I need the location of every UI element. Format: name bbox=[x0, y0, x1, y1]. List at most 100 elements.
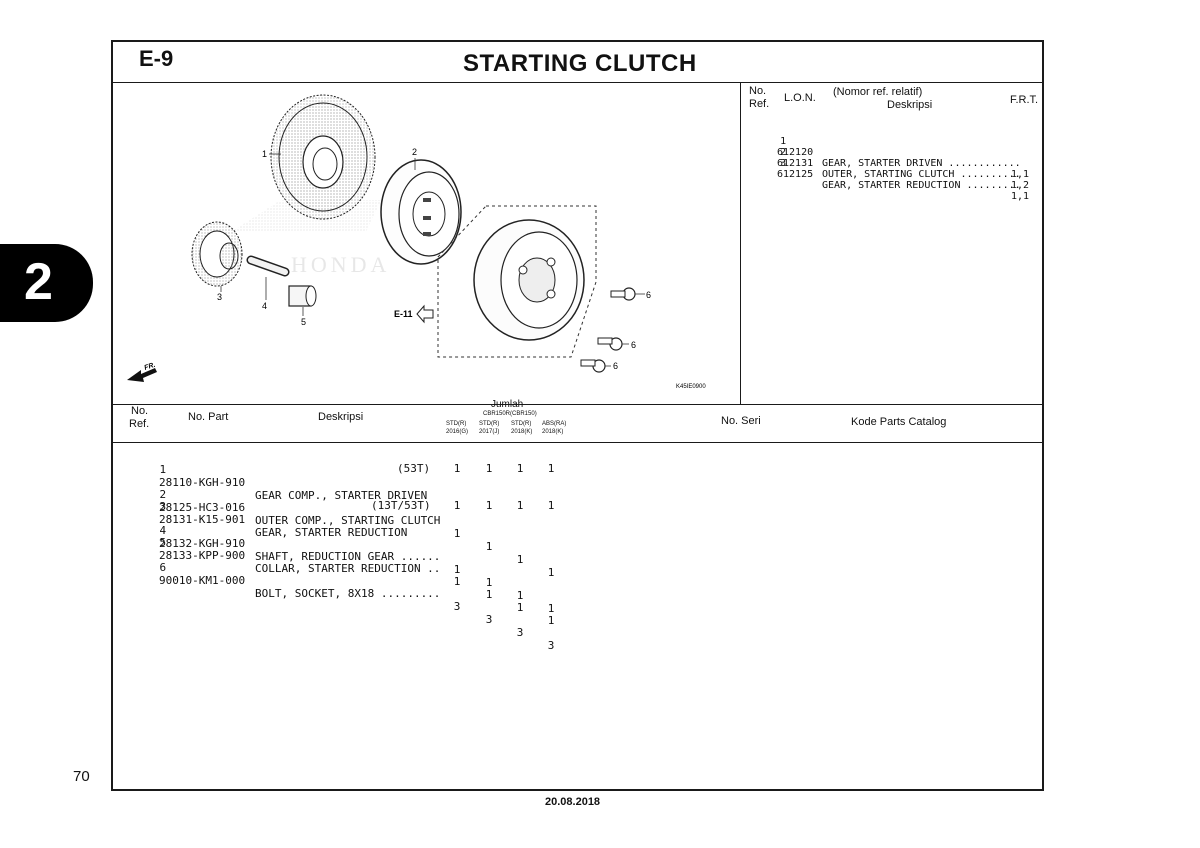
socket-bolt bbox=[580, 359, 606, 373]
qty-col-3-name: STD(R) bbox=[511, 421, 532, 427]
frt-header-frt: F.R.T. bbox=[1010, 94, 1039, 106]
frt-lon: 612120 bbox=[777, 147, 814, 158]
qty-col-4-name: ABS(RA) bbox=[542, 421, 567, 427]
callout-2: 2 bbox=[412, 147, 417, 157]
frt-header-lon: L.O.N. bbox=[784, 92, 816, 104]
part-qty: 1 bbox=[516, 499, 524, 512]
part-qty: 1 bbox=[547, 614, 555, 627]
part-qty: 1 bbox=[485, 462, 493, 475]
part-qty: 1 bbox=[485, 540, 493, 553]
parts-row: 6 90010-KM1-000 BOLT, SOCKET, 8X18 .....… bbox=[133, 548, 554, 665]
part-ref: 3 bbox=[159, 500, 167, 513]
part-qty: 1 bbox=[453, 462, 461, 475]
part-ref: 4 bbox=[159, 524, 167, 537]
leader-lines bbox=[220, 153, 645, 367]
part-qty: 3 bbox=[516, 626, 524, 639]
frt-desc: OUTER, STARTING CLUTCH .......... bbox=[822, 169, 1021, 180]
frt-header-no: No. bbox=[749, 85, 767, 97]
qty-col-2-year: 2017(J) bbox=[479, 429, 500, 435]
parts-header-no-seri: No. Seri bbox=[721, 415, 761, 427]
cross-reference-label: E-11 bbox=[394, 309, 413, 319]
flywheel-reference-box bbox=[437, 205, 597, 358]
qty-col-3-year: 2018(K) bbox=[511, 429, 533, 435]
socket-bolt bbox=[597, 337, 623, 351]
callout-5: 5 bbox=[301, 317, 306, 327]
part-number: 28132-KGH-910 bbox=[159, 537, 246, 550]
watermark-text: HONDA bbox=[291, 252, 390, 277]
part-desc-detail: (53T) bbox=[397, 462, 431, 475]
starter-reduction-gear bbox=[191, 221, 243, 287]
parts-header-no-part: No. Part bbox=[188, 411, 229, 423]
frt-row: 3 612125 GEAR, STARTER REDUCTION .......… bbox=[756, 147, 1029, 213]
part-qty: 1 bbox=[485, 499, 493, 512]
qty-col-1-name: STD(R) bbox=[446, 421, 467, 427]
part-desc: GEAR COMP., STARTER DRIVEN bbox=[255, 489, 428, 502]
starter-driven-gear bbox=[270, 94, 376, 220]
part-desc: BOLT, SOCKET, 8X18 ......... bbox=[255, 587, 441, 600]
frt-value: 1,2 bbox=[1011, 180, 1030, 191]
callout-6: 6 bbox=[631, 340, 636, 350]
part-qty: 1 bbox=[547, 566, 555, 579]
parts-row: 5 28133-KPP-900 COLLAR, STARTER REDUCTIO… bbox=[133, 523, 554, 640]
part-qty: 1 bbox=[453, 575, 461, 588]
part-qty: 1 bbox=[516, 589, 524, 602]
frt-ref: 1 bbox=[780, 136, 787, 147]
chapter-tab: 2 bbox=[0, 244, 93, 322]
section-code: E-9 bbox=[139, 46, 174, 71]
frt-value: 1,1 bbox=[1011, 191, 1030, 202]
frt-lon: 612125 bbox=[777, 169, 814, 180]
parts-row: 2 28125-HC3-016 OUTER COMP., STARTING CL… bbox=[133, 475, 554, 592]
front-direction-label: FR. bbox=[143, 362, 156, 372]
part-qty: 1 bbox=[485, 588, 493, 601]
frt-header-deskripsi: Deskripsi bbox=[887, 99, 933, 111]
part-number: 28131-K15-901 bbox=[159, 513, 246, 526]
part-number: 28125-HC3-016 bbox=[159, 501, 246, 514]
parts-header-no: No. bbox=[131, 405, 149, 417]
frt-desc: GEAR, STARTER REDUCTION ......... bbox=[822, 180, 1021, 191]
page-number: 70 bbox=[73, 768, 90, 785]
part-number: 28110-KGH-910 bbox=[159, 476, 246, 489]
part-desc: OUTER COMP., STARTING CLUTCH bbox=[255, 514, 441, 527]
table-divider bbox=[113, 404, 1042, 405]
frt-lon: 612131 bbox=[777, 158, 814, 169]
part-qty: 1 bbox=[547, 462, 555, 475]
part-ref: 6 bbox=[159, 561, 167, 574]
chapter-number: 2 bbox=[24, 253, 53, 311]
frt-desc: GEAR, STARTER DRIVEN ............ bbox=[822, 158, 1021, 169]
part-qty: 3 bbox=[485, 613, 493, 626]
parts-row: 3 28131-K15-901 GEAR, STARTER REDUCTION … bbox=[133, 487, 554, 617]
parts-header-deskripsi: Deskripsi bbox=[318, 411, 364, 423]
frt-value: 1,1 bbox=[1011, 169, 1030, 180]
part-ref: 2 bbox=[159, 488, 167, 501]
reduction-gear-shaft bbox=[246, 255, 290, 277]
table-header-divider bbox=[113, 442, 1042, 443]
callout-6: 6 bbox=[613, 361, 618, 371]
starting-clutch-outer bbox=[380, 159, 462, 265]
part-qty: 3 bbox=[547, 639, 555, 652]
parts-row: 1 28110-KGH-910 GEAR COMP., STARTER DRIV… bbox=[133, 450, 554, 580]
part-qty: 1 bbox=[516, 553, 524, 566]
header-divider bbox=[113, 82, 1042, 83]
callout-1: 1 bbox=[262, 149, 267, 159]
callout-6: 6 bbox=[646, 290, 651, 300]
part-desc-detail: (13T/53T) bbox=[371, 499, 431, 512]
frt-header-ref: Ref. bbox=[749, 98, 770, 110]
callout-3: 3 bbox=[217, 292, 222, 302]
frt-ref: 2 bbox=[780, 147, 787, 158]
part-desc: SHAFT, REDUCTION GEAR ...... bbox=[255, 550, 441, 563]
part-qty: 1 bbox=[516, 462, 524, 475]
page-title: STARTING CLUTCH bbox=[463, 50, 697, 77]
frt-header-nomor: (Nomor ref. relatif) bbox=[833, 86, 923, 98]
frt-row: 1 612120 GEAR, STARTER DRIVEN ..........… bbox=[756, 125, 1029, 191]
qty-col-4-year: 2018(K) bbox=[542, 429, 564, 435]
catalog-page-frame: E-9 STARTING CLUTCH No. Ref. L.O.N. (Nom… bbox=[111, 40, 1044, 791]
parts-header-model: CBR150R(CBR150) bbox=[483, 411, 537, 417]
part-qty: 3 bbox=[453, 600, 461, 613]
cross-reference-arrow-icon bbox=[416, 304, 434, 324]
part-qty: 1 bbox=[547, 602, 555, 615]
drawing-code: K45IE0900 bbox=[676, 384, 706, 390]
part-qty: 1 bbox=[453, 527, 461, 540]
parts-header-jumlah: Jumlah bbox=[491, 399, 524, 410]
part-qty: 1 bbox=[516, 601, 524, 614]
part-qty: 1 bbox=[453, 563, 461, 576]
